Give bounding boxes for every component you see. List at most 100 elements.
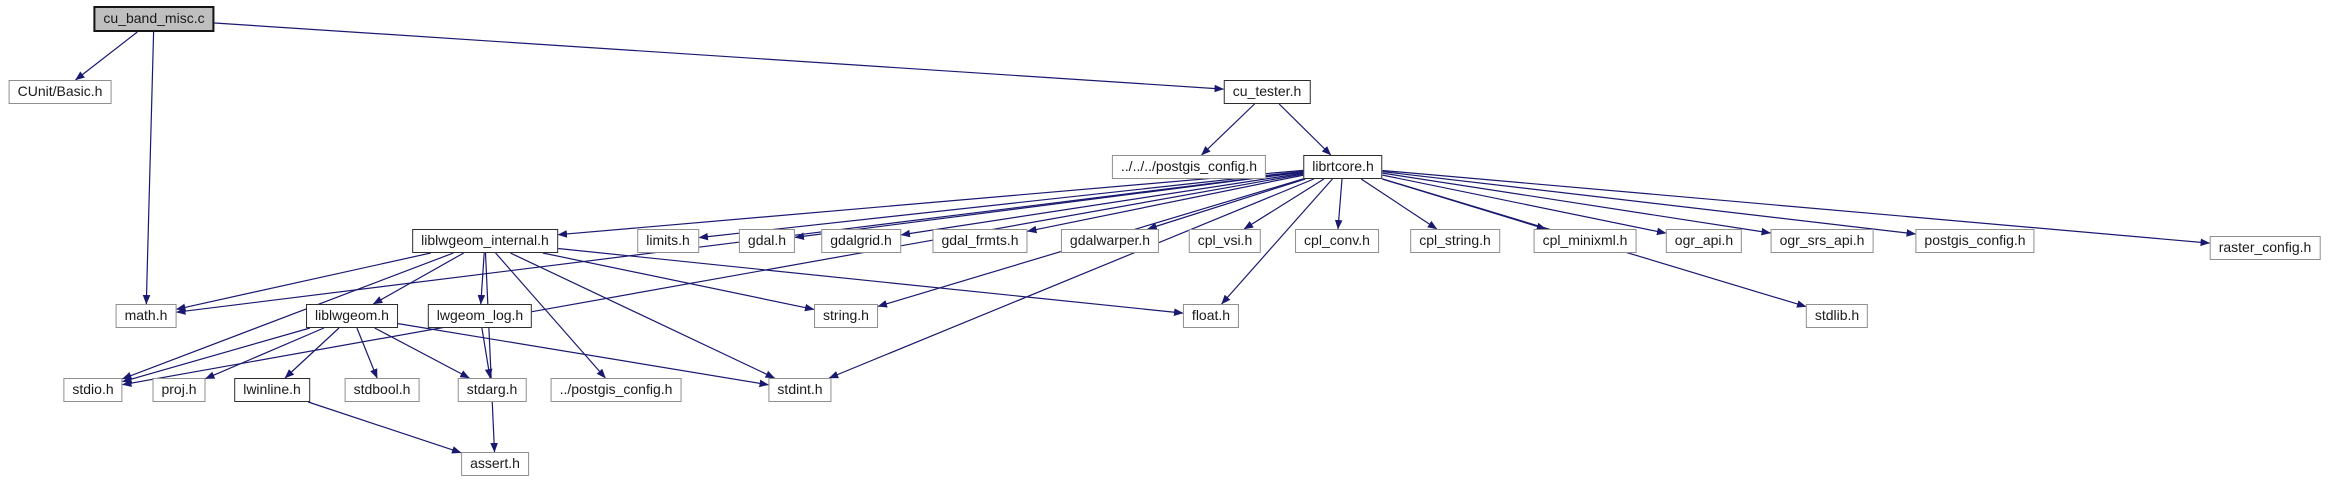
graph-edge-librtcore_h--ogr_srs_api_h <box>1382 172 1771 236</box>
graph-edge-lwgeom_log_h--stdarg_h <box>481 327 493 379</box>
graph-node-raster_config_h: raster_config.h <box>2209 236 2321 260</box>
graph-edge-librtcore_h--cpl_vsi_h <box>1243 178 1325 230</box>
graph-node-librtcore_h[interactable]: librtcore.h <box>1303 155 1383 179</box>
graph-node-gdal_h: gdal.h <box>738 229 796 253</box>
graph-node-lwgeom_log_h[interactable]: lwgeom_log.h <box>427 304 533 328</box>
graph-node-label: gdal_frmts.h <box>941 232 1019 248</box>
graph-node-label: lwinline.h <box>243 381 301 397</box>
graph-edge-librtcore_h--ogr_api_h <box>1382 174 1667 236</box>
graph-edge-liblwgeom_internal_h--liblwgeom_h <box>372 252 464 305</box>
graph-node-cpl_minixml_h: cpl_minixml.h <box>1533 229 1637 253</box>
graph-node-label: proj.h <box>161 381 197 397</box>
graph-edge-liblwgeom_internal_h--math_h <box>176 252 431 312</box>
graph-node-cpl_string_h: cpl_string.h <box>1410 229 1500 253</box>
graph-node-liblwgeom_h[interactable]: liblwgeom.h <box>306 304 398 328</box>
graph-node-label: stdbool.h <box>353 381 411 397</box>
graph-edge-lwinline_h--assert_h <box>308 401 462 454</box>
graph-node-math_h: math.h <box>115 304 177 328</box>
graph-node-cunit_basic_h: CUnit/Basic.h <box>8 80 112 104</box>
graph-node-stdlib_h: stdlib.h <box>1805 304 1869 328</box>
graph-edge-liblwgeom_internal_h--lwgeom_log_h <box>477 252 486 305</box>
graph-edge-librtcore_h--cpl_string_h <box>1360 178 1438 230</box>
graph-edge-librtcore_h--raster_config_h <box>1382 169 2210 247</box>
graph-edge-librtcore_h--stdio_h <box>122 173 1304 387</box>
graph-node-label: gdalwarper.h <box>1069 232 1151 248</box>
graph-edge-librtcore_h--liblwgeom_internal_h <box>557 169 1304 238</box>
graph-edge-liblwgeom_h--proj_h <box>205 327 325 380</box>
graph-node-label: lwgeom_log.h <box>436 307 524 323</box>
graph-edge-librtcore_h--gdalwarper_h <box>1147 178 1306 230</box>
graph-node-label: limits.h <box>646 232 690 248</box>
graph-node-ogr_srs_api_h: ogr_srs_api.h <box>1770 229 1874 253</box>
graph-node-postgis_config_h: postgis_config.h <box>1915 229 2035 253</box>
graph-edge-librtcore_h--stdint_h <box>828 178 1315 379</box>
graph-node-label: cu_tester.h <box>1232 83 1302 99</box>
graph-node-ogr_api_h: ogr_api.h <box>1665 229 1743 253</box>
graph-node-proj_h: proj.h <box>152 378 206 402</box>
graph-node-assert_h: assert.h <box>461 452 529 476</box>
graph-node-postgis_config_rel1_h: ../postgis_config.h <box>550 378 682 402</box>
graph-edge-cu_tester_h--postgis_config_rel3_h <box>1201 103 1255 156</box>
graph-edge-librtcore_h--gdalgrid_h <box>900 172 1304 238</box>
graph-edge-librtcore_h--limits_h <box>698 170 1304 241</box>
graph-node-label: math.h <box>124 307 168 323</box>
graph-node-stdio_h: stdio.h <box>63 378 123 402</box>
graph-node-cu_band_misc_c: cu_band_misc.c <box>93 6 215 32</box>
graph-node-label: stdio.h <box>72 381 114 397</box>
graph-node-label: stdint.h <box>777 381 823 397</box>
graph-node-float_h: float.h <box>1182 304 1240 328</box>
graph-node-lwinline_h[interactable]: lwinline.h <box>234 378 310 402</box>
graph-node-stdbool_h: stdbool.h <box>344 378 420 402</box>
graph-edge-liblwgeom_internal_h--string_h <box>542 252 815 312</box>
graph-node-stdint_h: stdint.h <box>768 378 832 402</box>
graph-edge-librtcore_h--cpl_conv_h <box>1334 178 1343 230</box>
graph-edge-liblwgeom_h--stdarg_h <box>374 327 470 379</box>
graph-edge-liblwgeom_internal_h--stdio_h <box>122 252 454 380</box>
graph-edge-liblwgeom_h--lwinline_h <box>284 327 340 379</box>
graph-edge-cu_band_misc_c--cunit_basic_h <box>75 31 138 81</box>
graph-edge-librtcore_h--postgis_config_h <box>1382 171 1916 237</box>
graph-node-label: cpl_minixml.h <box>1542 232 1628 248</box>
graph-edge-cu_tester_h--librtcore_h <box>1278 103 1332 156</box>
graph-node-limits_h: limits.h <box>637 229 699 253</box>
graph-edge-liblwgeom_internal_h--postgis_config_rel1_h <box>495 252 606 379</box>
graph-node-label: assert.h <box>470 455 520 471</box>
graph-edge-liblwgeom_internal_h--assert_h <box>484 252 498 453</box>
graph-node-label: cu_band_misc.c <box>103 10 205 26</box>
graph-node-postgis_config_rel3_h: ../../../postgis_config.h <box>1111 155 1267 179</box>
graph-node-string_h: string.h <box>814 304 878 328</box>
graph-node-label: stdarg.h <box>466 381 518 397</box>
graph-edge-cu_band_misc_c--cu_tester_h <box>214 22 1224 93</box>
graph-node-stdarg_h: stdarg.h <box>457 378 527 402</box>
graph-node-label: librtcore.h <box>1312 158 1374 174</box>
graph-node-label: postgis_config.h <box>1924 232 2026 248</box>
graph-node-label: cpl_string.h <box>1419 232 1491 248</box>
graph-edge-liblwgeom_h--stdint_h <box>397 323 769 388</box>
graph-edge-librtcore_h--float_h <box>1221 178 1333 305</box>
graph-node-label: stdlib.h <box>1814 307 1860 323</box>
graph-edge-cu_band_misc_c--math_h <box>142 31 155 305</box>
graph-node-label: gdal.h <box>747 232 787 248</box>
graph-node-label: string.h <box>823 307 869 323</box>
graph-node-cpl_vsi_h: cpl_vsi.h <box>1188 229 1262 253</box>
graph-node-label: cpl_vsi.h <box>1197 232 1253 248</box>
graph-node-label: CUnit/Basic.h <box>17 83 103 99</box>
graph-node-label: gdalgrid.h <box>830 232 892 248</box>
graph-node-cpl_conv_h: cpl_conv.h <box>1295 229 1379 253</box>
graph-node-gdalwarper_h: gdalwarper.h <box>1060 229 1160 253</box>
graph-node-label: liblwgeom.h <box>315 307 389 323</box>
graph-edge-liblwgeom_h--stdio_h <box>122 327 311 383</box>
graph-node-cu_tester_h[interactable]: cu_tester.h <box>1223 80 1311 104</box>
graph-node-label: float.h <box>1191 307 1231 323</box>
graph-node-gdalgrid_h: gdalgrid.h <box>821 229 901 253</box>
graph-edge-liblwgeom_h--stdbool_h <box>356 327 378 379</box>
graph-node-label: raster_config.h <box>2218 239 2312 255</box>
graph-node-label: cpl_conv.h <box>1304 232 1370 248</box>
graph-node-label: ../postgis_config.h <box>559 381 673 397</box>
graph-edge-librtcore_h--gdal_frmts_h <box>1027 174 1304 234</box>
graph-node-liblwgeom_internal_h[interactable]: liblwgeom_internal.h <box>412 229 558 253</box>
graph-node-label: liblwgeom_internal.h <box>421 232 549 248</box>
graph-node-label: ogr_srs_api.h <box>1779 232 1865 248</box>
